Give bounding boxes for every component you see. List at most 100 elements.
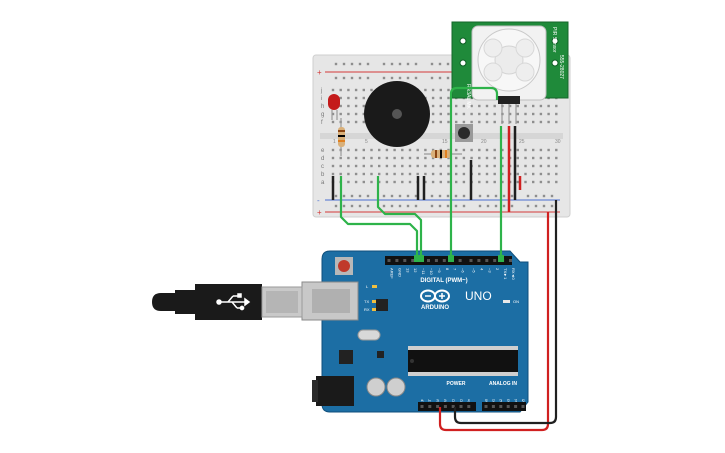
rail-hole xyxy=(494,194,498,198)
breadboard-hole xyxy=(555,180,558,184)
rail-hole xyxy=(358,194,362,198)
led-rx-label: RX xyxy=(364,307,370,312)
breadboard-hole xyxy=(416,172,419,176)
breadboard-hole xyxy=(401,148,404,152)
digital-pin-label: 13 xyxy=(405,268,410,273)
breadboard-hole xyxy=(424,156,427,160)
breadboard-hole xyxy=(393,180,396,184)
breadboard-hole xyxy=(539,164,543,168)
breadboard-hole xyxy=(455,120,458,124)
breadboard-hole xyxy=(524,164,527,168)
breadboard-hole xyxy=(385,164,389,168)
breadboard-hole xyxy=(408,172,412,176)
breadboard-hole xyxy=(485,180,489,184)
breadboard-hole xyxy=(508,104,512,108)
analog-pin-label: A5 xyxy=(521,399,525,403)
breadboard-hole xyxy=(547,104,550,108)
breadboard-hole xyxy=(439,96,442,100)
breadboard-hole xyxy=(393,164,396,168)
digital-pin-label: 12 xyxy=(413,268,418,273)
led-rx xyxy=(372,308,377,311)
breadboard-hole xyxy=(455,104,458,108)
buzzer-hole xyxy=(392,109,402,119)
row-letter-f: f xyxy=(321,120,323,126)
breadboard-hole xyxy=(339,88,342,92)
breadboard-hole xyxy=(547,148,550,152)
header-pin xyxy=(467,405,471,408)
header-pin xyxy=(493,259,497,262)
digital-pin-label: ~3 xyxy=(487,268,492,273)
header-pin xyxy=(436,405,440,408)
rail-hole xyxy=(438,194,442,198)
breadboard-hole xyxy=(524,120,527,124)
breadboard-hole xyxy=(547,180,550,184)
col-number-30: 30 xyxy=(555,139,561,145)
header-pin xyxy=(427,259,430,262)
rail-hole xyxy=(382,204,386,208)
breadboard-hole xyxy=(424,88,427,92)
arduino-logo-icon xyxy=(420,289,450,303)
header-pin xyxy=(387,259,391,262)
breadboard-hole xyxy=(478,172,481,176)
led-l-label: L xyxy=(366,284,369,289)
breadboard-hole xyxy=(362,164,365,168)
button-cap[interactable] xyxy=(458,127,470,139)
header-pin xyxy=(506,405,510,408)
rail-hole xyxy=(358,204,362,208)
breadboard-hole xyxy=(462,112,466,116)
rail-hole xyxy=(438,76,442,80)
rail-hole xyxy=(334,62,338,66)
analog-label: ANALOG IN xyxy=(489,381,517,387)
breadboard-hole xyxy=(547,112,550,116)
voltage-regulator xyxy=(339,350,353,364)
breadboard-hole xyxy=(431,148,435,152)
rail-plus-label: + xyxy=(317,68,322,77)
push-button[interactable] xyxy=(455,124,473,142)
usb-cable xyxy=(152,284,303,320)
breadboard-hole xyxy=(555,156,558,160)
breadboard-hole xyxy=(331,156,335,160)
breadboard-hole xyxy=(408,148,412,152)
breadboard-hole xyxy=(385,172,389,176)
breadboard-hole xyxy=(493,148,496,152)
breadboard-hole xyxy=(393,148,396,152)
breadboard-hole xyxy=(493,112,496,116)
breadboard-hole xyxy=(478,112,481,116)
breadboard-hole xyxy=(447,104,450,108)
breadboard-hole xyxy=(516,172,519,176)
reset-button[interactable] xyxy=(338,260,350,272)
breadboard-hole xyxy=(462,120,466,124)
breadboard-hole xyxy=(354,172,358,176)
rail-hole xyxy=(398,76,402,80)
wire-red-5v xyxy=(438,212,550,432)
breadboard-hole xyxy=(347,148,350,152)
breadboard-hole xyxy=(439,164,442,168)
rail-hole xyxy=(342,194,346,198)
digital-pin-label: RX◄0 xyxy=(511,268,516,281)
rail-hole xyxy=(342,76,346,80)
rail-hole xyxy=(462,204,466,208)
rail-hole xyxy=(486,194,490,198)
row-letter-j: j xyxy=(320,88,322,94)
led-tx-label: TX xyxy=(364,299,369,304)
breadboard-hole xyxy=(331,148,335,152)
breadboard-hole xyxy=(416,164,419,168)
rail-hole xyxy=(334,194,338,198)
pir-label-right: PIR Sensor xyxy=(551,27,557,53)
breadboard-hole xyxy=(524,104,527,108)
breadboard-hole xyxy=(470,156,473,160)
breadboard-hole xyxy=(424,180,427,184)
rail-hole xyxy=(454,194,458,198)
breadboard-hole xyxy=(447,88,450,92)
rail-hole xyxy=(438,204,442,208)
breadboard-hole xyxy=(354,156,358,160)
rail-hole xyxy=(542,204,546,208)
breadboard-hole xyxy=(331,164,335,168)
breadboard-hole xyxy=(455,112,458,116)
breadboard-hole xyxy=(501,180,504,184)
rail-hole xyxy=(502,204,506,208)
breadboard-hole xyxy=(339,104,342,108)
row-letter-e: e xyxy=(321,148,325,154)
led-body xyxy=(328,94,340,110)
breadboard-hole xyxy=(362,148,365,152)
